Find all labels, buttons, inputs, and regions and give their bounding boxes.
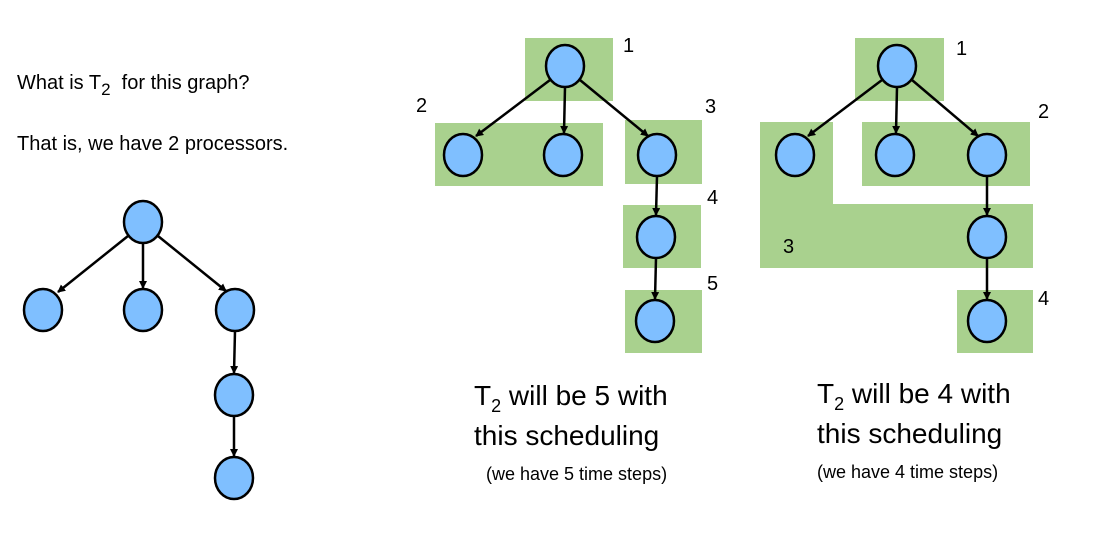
edge xyxy=(579,79,649,137)
step-label: 3 xyxy=(705,96,716,118)
step-label: 1 xyxy=(956,38,967,60)
step-label: 3 xyxy=(783,236,794,258)
edge xyxy=(475,79,551,137)
edge xyxy=(157,235,227,292)
caption-note: (we have 4 time steps) xyxy=(817,462,998,482)
edge xyxy=(560,86,569,134)
edge xyxy=(652,175,661,216)
schedule-a: 1 2 3 4 5 T2 will be 5 with this schedul… xyxy=(416,35,718,484)
graph-node xyxy=(966,132,1008,178)
edge xyxy=(230,330,239,374)
edge xyxy=(892,86,901,134)
graph-node xyxy=(213,455,255,501)
step-label: 4 xyxy=(1038,288,1049,310)
graph-node xyxy=(966,214,1008,260)
graph-node xyxy=(122,199,164,245)
edge xyxy=(651,257,660,300)
step-label: 2 xyxy=(1038,101,1049,123)
schedule-b: 1 2 3 4 T2 will be 4 with this schedulin… xyxy=(760,38,1049,482)
task-graph xyxy=(22,199,256,501)
caption-line-1: T2 will be 4 with xyxy=(817,378,1011,414)
graph-node xyxy=(213,372,255,418)
caption-line-1: T2 will be 5 with xyxy=(474,380,668,416)
graph-node xyxy=(22,287,64,333)
caption-line-2: this scheduling xyxy=(817,418,1002,449)
caption-note: (we have 5 time steps) xyxy=(486,464,667,484)
graph-node xyxy=(774,132,816,178)
question-line-1: What is T2 for this graph? xyxy=(17,72,250,99)
graph-node xyxy=(214,287,256,333)
graph-node xyxy=(636,132,678,178)
graph-node xyxy=(122,287,164,333)
step-label: 2 xyxy=(416,95,427,117)
graph-node xyxy=(966,298,1008,344)
edge xyxy=(57,235,129,293)
graph-node xyxy=(544,43,586,89)
graph-node xyxy=(874,132,916,178)
edge xyxy=(807,79,883,137)
step-label: 5 xyxy=(707,273,718,295)
edge xyxy=(911,79,979,137)
graph-node xyxy=(442,132,484,178)
question-line-2: That is, we have 2 processors. xyxy=(17,133,288,155)
graph-node xyxy=(876,43,918,89)
step-label: 4 xyxy=(707,187,718,209)
graph-node xyxy=(635,214,677,260)
graph-node xyxy=(542,132,584,178)
step-label: 1 xyxy=(623,35,634,57)
caption-line-2: this scheduling xyxy=(474,420,659,451)
graph-node xyxy=(634,298,676,344)
